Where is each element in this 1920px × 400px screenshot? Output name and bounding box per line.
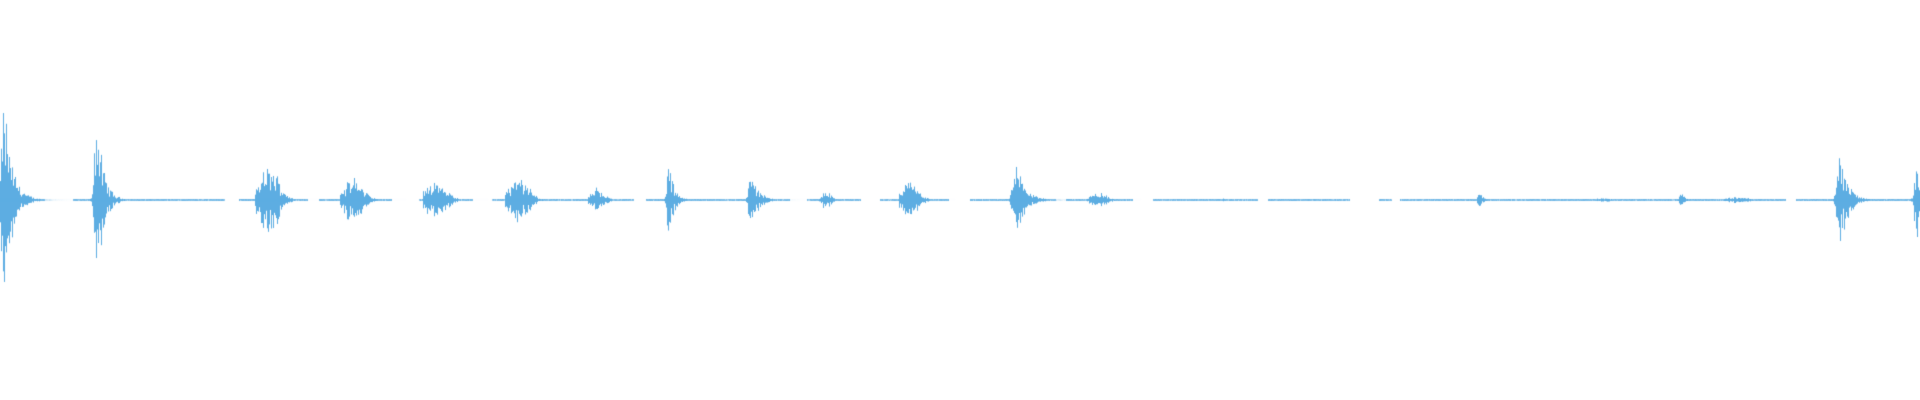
audio-waveform[interactable]	[0, 0, 1920, 400]
